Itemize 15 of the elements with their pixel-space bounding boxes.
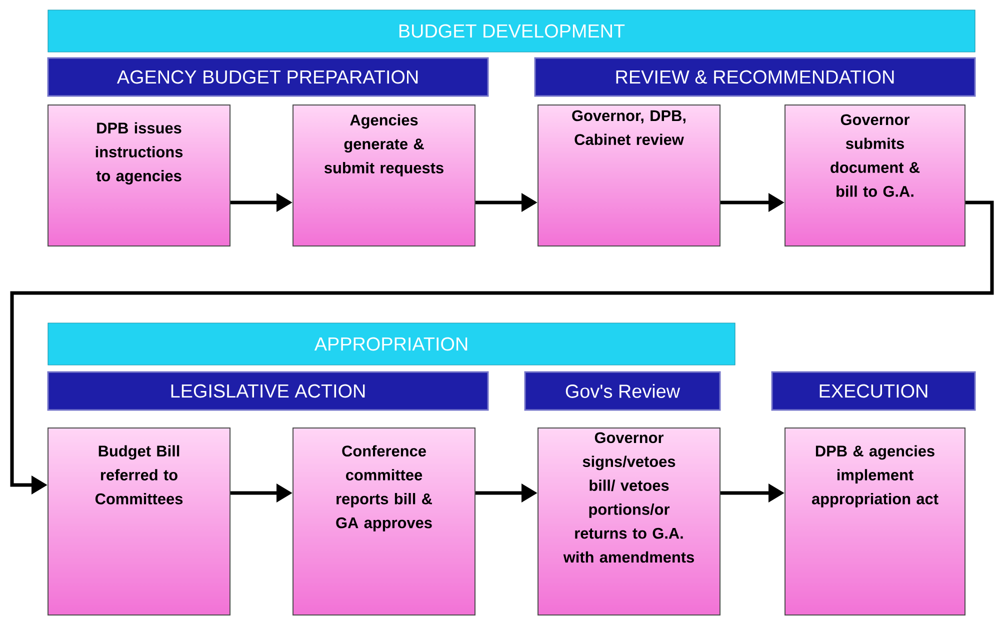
- stage-banner: EXECUTION: [771, 371, 976, 411]
- phase-banner: BUDGET DEVELOPMENT: [48, 10, 976, 52]
- process-box: DPB & agencies implement appropriation act: [784, 428, 966, 616]
- process-box: Governor signs/vetoes bill/ vetoes portions/or returns to G.A. with amendments: [538, 428, 720, 616]
- process-box: DPB issues instructions to agencies: [48, 104, 230, 246]
- process-box: Governor submits document & bill to G.A.: [784, 104, 966, 246]
- stage-banner: REVIEW & RECOMMENDATION: [534, 57, 976, 97]
- phase-banner: APPROPRIATION: [48, 322, 736, 366]
- process-box: Conference committee reports bill & GA approves: [292, 428, 476, 616]
- process-box: Budget Bill referred to Committees: [48, 428, 230, 616]
- stage-banner: Gov's Review: [524, 371, 721, 411]
- process-box: Governor, DPB, Cabinet review: [538, 104, 720, 246]
- stage-banner: AGENCY BUDGET PREPARATION: [47, 57, 489, 97]
- stage-banner: LEGISLATIVE ACTION: [47, 371, 489, 411]
- process-box: Agencies generate & submit requests: [292, 104, 476, 246]
